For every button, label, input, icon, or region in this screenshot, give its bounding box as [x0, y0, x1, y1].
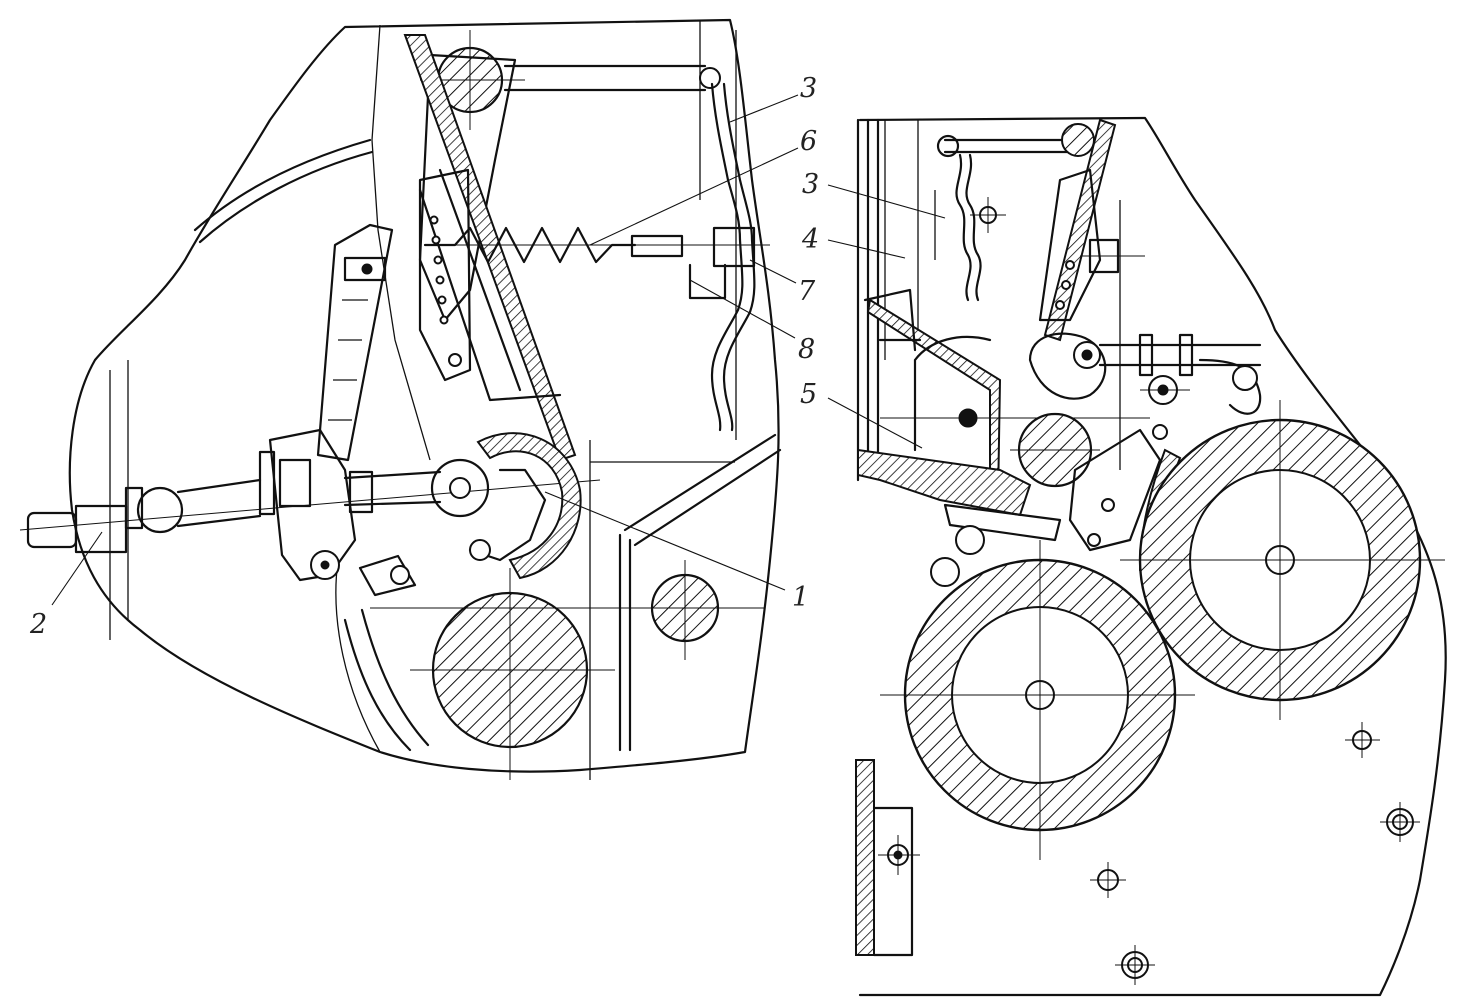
top-rod-right [943, 138, 1072, 154]
leader-7 [749, 259, 797, 284]
tie-rod [19, 450, 601, 554]
sheet-guide [618, 433, 782, 752]
connecting-rod [343, 470, 442, 507]
wavy-rod-right [955, 153, 982, 302]
left-frame-inner [335, 24, 431, 753]
pivot-bracket [268, 428, 357, 582]
callout-3-top: 3 [800, 73, 817, 104]
callouts: 3 6 7 8 1 2 3 4 5 [29, 73, 946, 640]
leader-6 [589, 147, 799, 246]
ladder-link [316, 223, 394, 462]
leader-5 [827, 397, 923, 449]
base-plate [857, 448, 1032, 517]
leader-1 [544, 491, 786, 591]
leader-8 [689, 279, 796, 339]
callout-5: 5 [800, 379, 817, 410]
callout-2: 2 [29, 609, 47, 640]
callout-3-right: 3 [802, 169, 819, 200]
left-view [19, 18, 782, 780]
sector-guide [913, 335, 992, 452]
perforated-plate [418, 168, 472, 382]
leader-3-top [729, 94, 799, 123]
callout-7: 7 [798, 276, 816, 307]
leader-4 [827, 239, 906, 259]
left-breakline [68, 18, 780, 773]
spring-adjuster [630, 234, 684, 258]
right-frame-strip [856, 118, 880, 482]
callout-4: 4 [801, 224, 819, 255]
top-rod [503, 64, 707, 92]
inclined-channel [403, 34, 577, 462]
right-bottom-strip [855, 759, 875, 956]
fasteners [1090, 722, 1420, 985]
top-roller-right [1061, 123, 1095, 157]
callout-1: 1 [792, 582, 809, 613]
leader-3-right [827, 184, 946, 219]
left-curved-guard [193, 138, 374, 244]
callout-6: 6 [800, 126, 817, 157]
guide-plate [343, 608, 430, 752]
right-view [855, 116, 1447, 997]
curved-housing [476, 432, 582, 580]
callout-8: 8 [798, 334, 815, 365]
leader-2 [51, 531, 103, 606]
